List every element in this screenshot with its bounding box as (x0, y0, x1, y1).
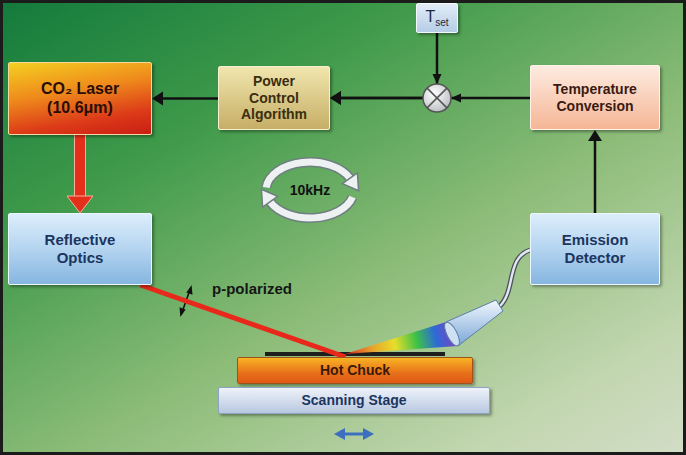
emission-probe-mouth (442, 320, 463, 348)
junction-arrowhead (451, 94, 461, 103)
motion-arrowhead (363, 428, 374, 440)
node-label: CO₂ Laser (10.6μm) (20, 80, 140, 118)
polarization-arrowhead (180, 307, 186, 317)
polarization-arrowhead (186, 285, 192, 295)
connector-line (594, 140, 597, 213)
setpoint-box: Tset (416, 3, 458, 33)
detector-box: Emission Detector (530, 213, 660, 285)
process-box: Temperature Conversion (530, 65, 660, 130)
cycle-arrow (270, 197, 352, 218)
arrowhead (152, 92, 163, 106)
node-label: T (425, 8, 435, 25)
summing-junction-cross (427, 88, 447, 108)
arrowhead (330, 91, 341, 105)
motion-arrowhead (334, 428, 345, 440)
polarization-label: p-polarized (212, 280, 292, 297)
connector (152, 92, 218, 106)
summing-junction (423, 84, 451, 112)
connector-outline (74, 135, 86, 197)
fiber-cable (500, 250, 530, 306)
node-label: Temperature Conversion (539, 81, 651, 114)
connector-line (75, 135, 85, 197)
motion-arrow (343, 433, 365, 436)
node-label: Hot Chuck (320, 362, 390, 379)
node-label: Power Control Algorithm (234, 73, 314, 123)
node-label: Scanning Stage (301, 392, 406, 409)
connector-line (162, 97, 218, 100)
arrowhead (588, 130, 602, 141)
process-box: Power Control Algorithm (218, 66, 330, 130)
node-label: set (435, 17, 448, 28)
node-label: Reflective Optics (24, 231, 136, 266)
arrowhead (330, 91, 341, 105)
cycle-arrowhead (342, 173, 358, 191)
scanning-stage: Scanning Stage (218, 387, 490, 414)
optics-box: Reflective Optics (8, 213, 152, 285)
cycle-arrow (270, 197, 352, 218)
emission-spectrum (345, 322, 458, 354)
junction-arrowhead (433, 74, 442, 84)
frequency-label: 10kHz (290, 182, 330, 198)
fiber-cable (500, 250, 530, 306)
connector (330, 33, 437, 105)
laser-box: CO₂ Laser (10.6μm) (8, 62, 152, 135)
connector (67, 135, 93, 213)
cycle-arrowhead (261, 189, 277, 207)
connector-line (340, 33, 437, 98)
node-label: Emission Detector (540, 231, 650, 266)
connector (588, 130, 602, 213)
summing-junction-cross (427, 88, 447, 108)
hot-chuck: Hot Chuck (237, 357, 473, 384)
arrowhead (67, 196, 93, 213)
